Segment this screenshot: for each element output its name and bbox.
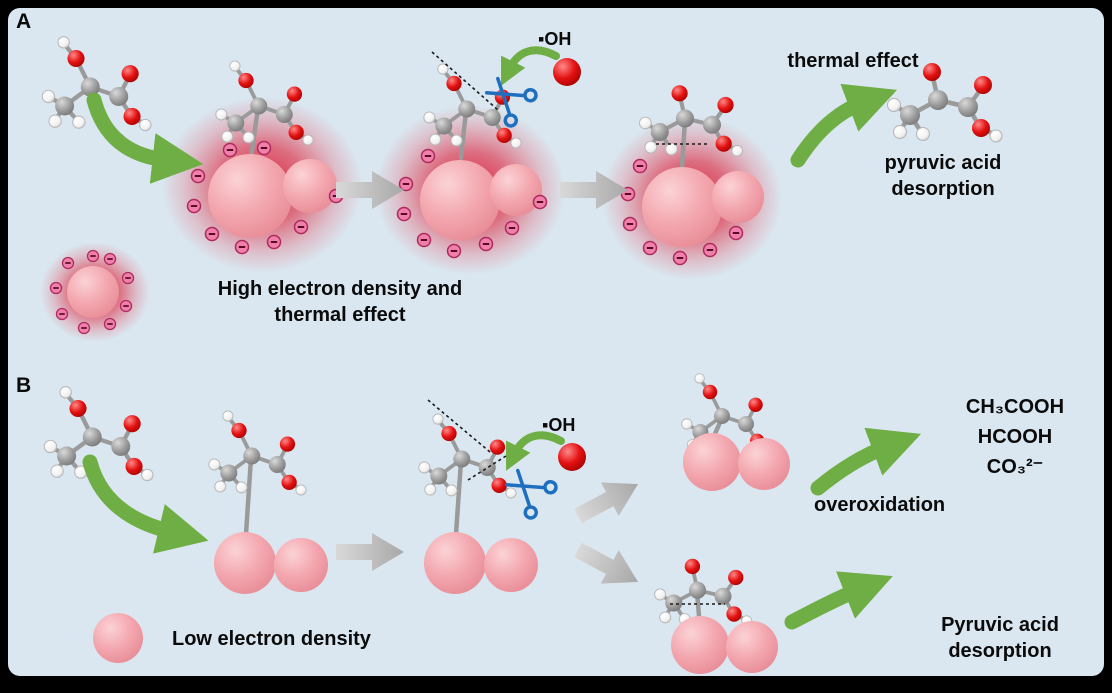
bond-cleavage-dotted-line xyxy=(427,399,491,453)
panel-a-particle-high-density-2 xyxy=(375,62,565,275)
hydroxyl-radical-sphere xyxy=(553,58,581,86)
thermal-effect-label: thermal effect xyxy=(787,50,919,72)
green-desorption-arrow-b xyxy=(784,571,893,630)
pyruvic-desorption-line1: pyruvic acid xyxy=(884,152,1002,174)
green-overoxidation-arrow xyxy=(810,427,922,496)
product-formic-acid: HCOOH xyxy=(977,426,1053,448)
product-acetic-acid: CH₃COOH xyxy=(965,396,1065,418)
panel-b-particle-low-density-2 xyxy=(416,412,538,594)
catalyst-sphere xyxy=(642,167,722,247)
catalyst-sphere xyxy=(712,171,764,223)
high-density-legend-label: High electron density and thermal effect xyxy=(172,276,508,328)
catalyst-sphere xyxy=(67,266,119,318)
legend-a-line1: High electron density and xyxy=(217,278,463,300)
catalyst-sphere xyxy=(93,613,143,663)
catalyst-sphere xyxy=(283,159,337,213)
catalyst-sphere xyxy=(420,160,500,240)
pyruvic-desorption-line2: desorption xyxy=(891,178,995,200)
green-adsorption-arrow-a xyxy=(86,92,204,184)
bond-cleavage-dotted-line xyxy=(431,51,499,111)
catalyst-sphere xyxy=(274,538,328,592)
overoxidation-label: overoxidation xyxy=(814,494,946,516)
panel-b-particle-low-density-1 xyxy=(206,409,328,594)
legend-a-line2: thermal effect xyxy=(274,304,406,326)
overoxidation-products: CH₃COOH HCOOH CO₃²⁻ xyxy=(935,392,1095,482)
green-adsorption-arrow-b xyxy=(82,454,209,554)
oh-radical-label-a: ▪OH xyxy=(538,29,572,49)
catalyst-sphere xyxy=(671,616,729,674)
panel-a-legend-particle xyxy=(40,242,150,342)
pyruvic-desorption-b-line2: desorption xyxy=(948,640,1052,662)
hydroxyl-radical-sphere xyxy=(558,443,586,471)
panel-b-label: B xyxy=(16,374,32,397)
panel-b-branch-overoxidation-particle xyxy=(679,371,790,491)
low-density-legend-label: Low electron density xyxy=(172,628,371,650)
panel-a-label: A xyxy=(16,10,32,33)
panel-b-branch-desorption-particle xyxy=(652,556,778,674)
green-desorption-arrow-a xyxy=(790,83,898,168)
panel-a-particle-high-density-1 xyxy=(162,59,362,273)
catalyst-sphere xyxy=(214,532,276,594)
catalyst-sphere xyxy=(738,438,790,490)
catalyst-sphere xyxy=(683,433,741,491)
catalyst-sphere xyxy=(726,621,778,673)
product-carbonate: CO₃²⁻ xyxy=(986,456,1044,478)
pyruvic-desorption-b-line1: Pyruvic acid xyxy=(941,614,1059,636)
oh-radical-label-b: ▪OH xyxy=(542,415,576,435)
bond-cleavage-dotted-line xyxy=(467,455,507,481)
oh-attack-arrow-a xyxy=(501,46,560,86)
panel-a-particle-high-density-3 xyxy=(602,85,782,280)
pyruvic-desorption-label-b: Pyruvic acid desorption xyxy=(905,612,1095,664)
catalyst-sphere xyxy=(490,164,542,216)
pyruvic-desorption-label-a: pyruvic acid desorption xyxy=(858,150,1028,202)
catalyst-sphere xyxy=(484,538,538,592)
oh-attack-arrow-b xyxy=(506,431,565,471)
catalyst-sphere xyxy=(208,154,292,238)
panel-b-legend-particle xyxy=(93,613,143,663)
catalyst-sphere xyxy=(424,532,486,594)
